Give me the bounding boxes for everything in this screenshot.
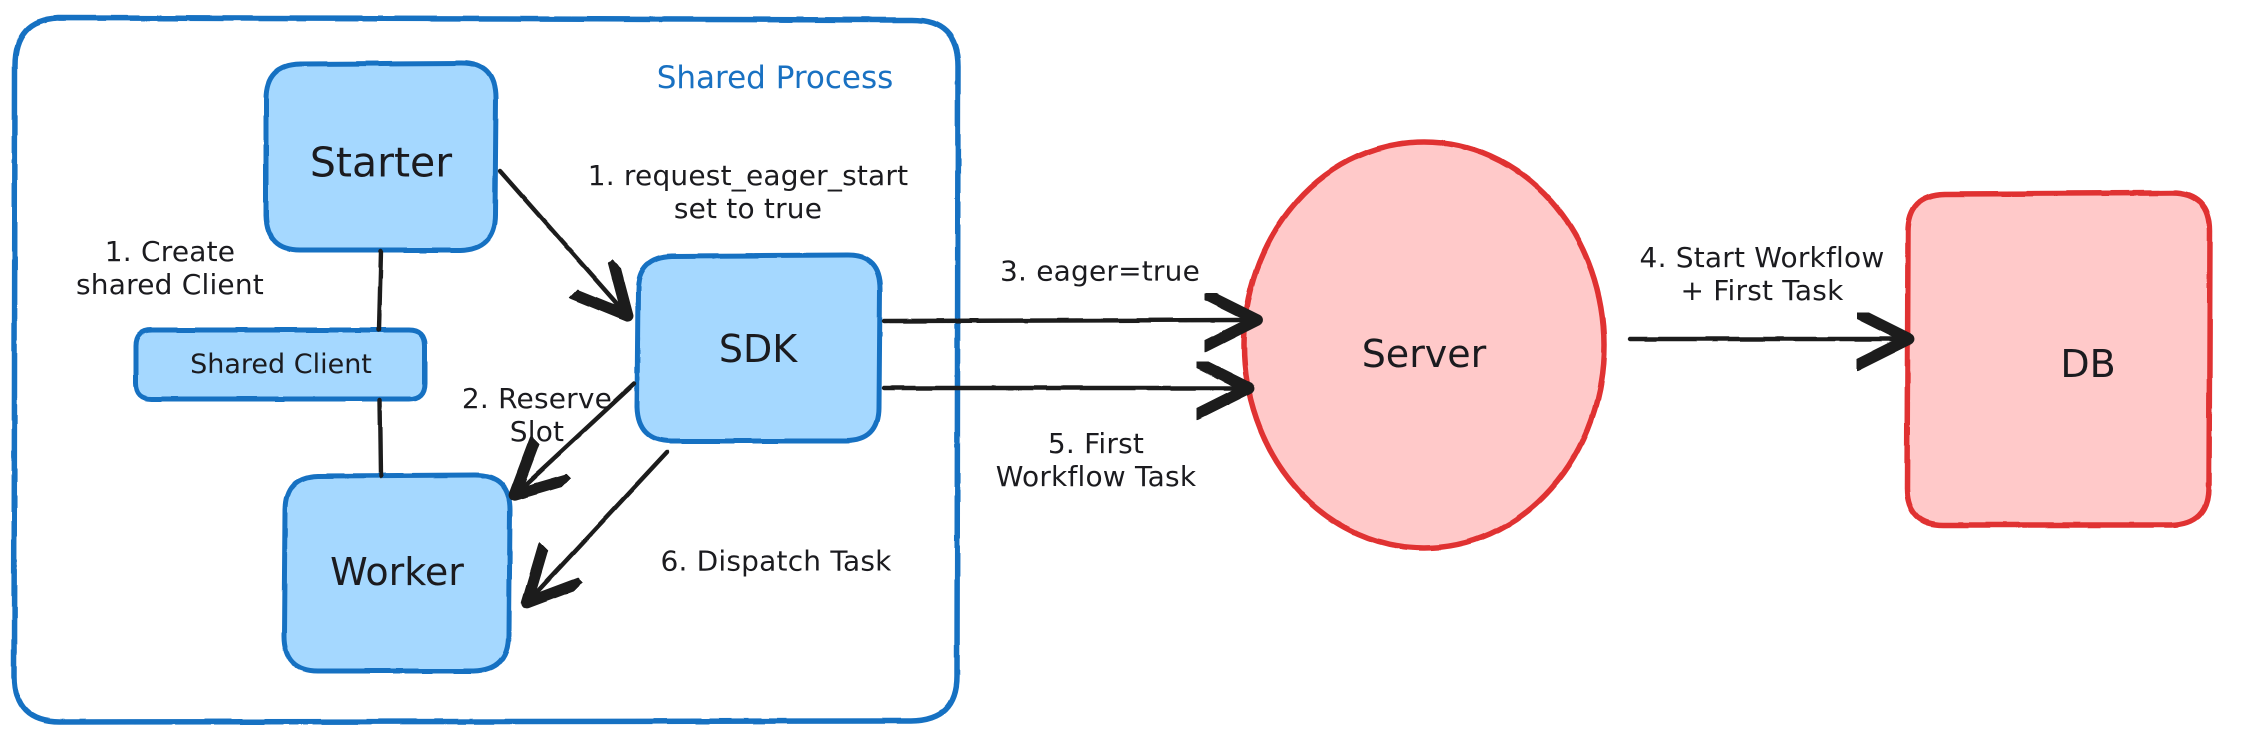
starter-node-label: Starter bbox=[309, 138, 453, 187]
shared-client-node-shape[interactable] bbox=[133, 327, 428, 402]
edge-label-create-shared-client: 1. Create shared Client bbox=[76, 234, 264, 301]
edge-sdk-worker-dispatch bbox=[536, 449, 670, 593]
edge-shared-client-worker bbox=[377, 397, 384, 479]
edge-label-dispatch-task: 6. Dispatch Task bbox=[660, 544, 892, 578]
worker-node-label: Worker bbox=[330, 550, 464, 595]
db-node-label: DB bbox=[2060, 342, 2116, 387]
shared-process-container bbox=[11, 15, 961, 725]
shared-client-node-label: Shared Client bbox=[190, 349, 372, 381]
edge-starter-sdk bbox=[497, 168, 619, 306]
sdk-node-label: SDK bbox=[718, 327, 798, 372]
edge-sdk-worker-reserve bbox=[524, 381, 637, 486]
sdk-node-shape[interactable] bbox=[634, 252, 883, 444]
edge-starter-shared-client bbox=[376, 248, 384, 333]
starter-node-shape[interactable] bbox=[263, 60, 499, 253]
edge-label-first-workflow-task: 5. First Workflow Task bbox=[995, 426, 1197, 493]
db-node-shape[interactable] bbox=[1904, 190, 2213, 528]
server-node-label: Server bbox=[1361, 332, 1487, 377]
worker-node-shape[interactable] bbox=[281, 472, 513, 674]
shared-process-title: Shared Process bbox=[656, 60, 894, 96]
edge-label-eager-true: 3. eager=true bbox=[999, 254, 1201, 288]
edge-label-reserve-slot: 2. Reserve Slot bbox=[461, 381, 613, 448]
edge-label-start-workflow: 4. Start Workflow + First Task bbox=[1639, 240, 1885, 307]
edge-sdk-server bbox=[881, 320, 1244, 321]
edge-label-request-eager-start: 1. request_eager_start set to true bbox=[587, 158, 909, 225]
